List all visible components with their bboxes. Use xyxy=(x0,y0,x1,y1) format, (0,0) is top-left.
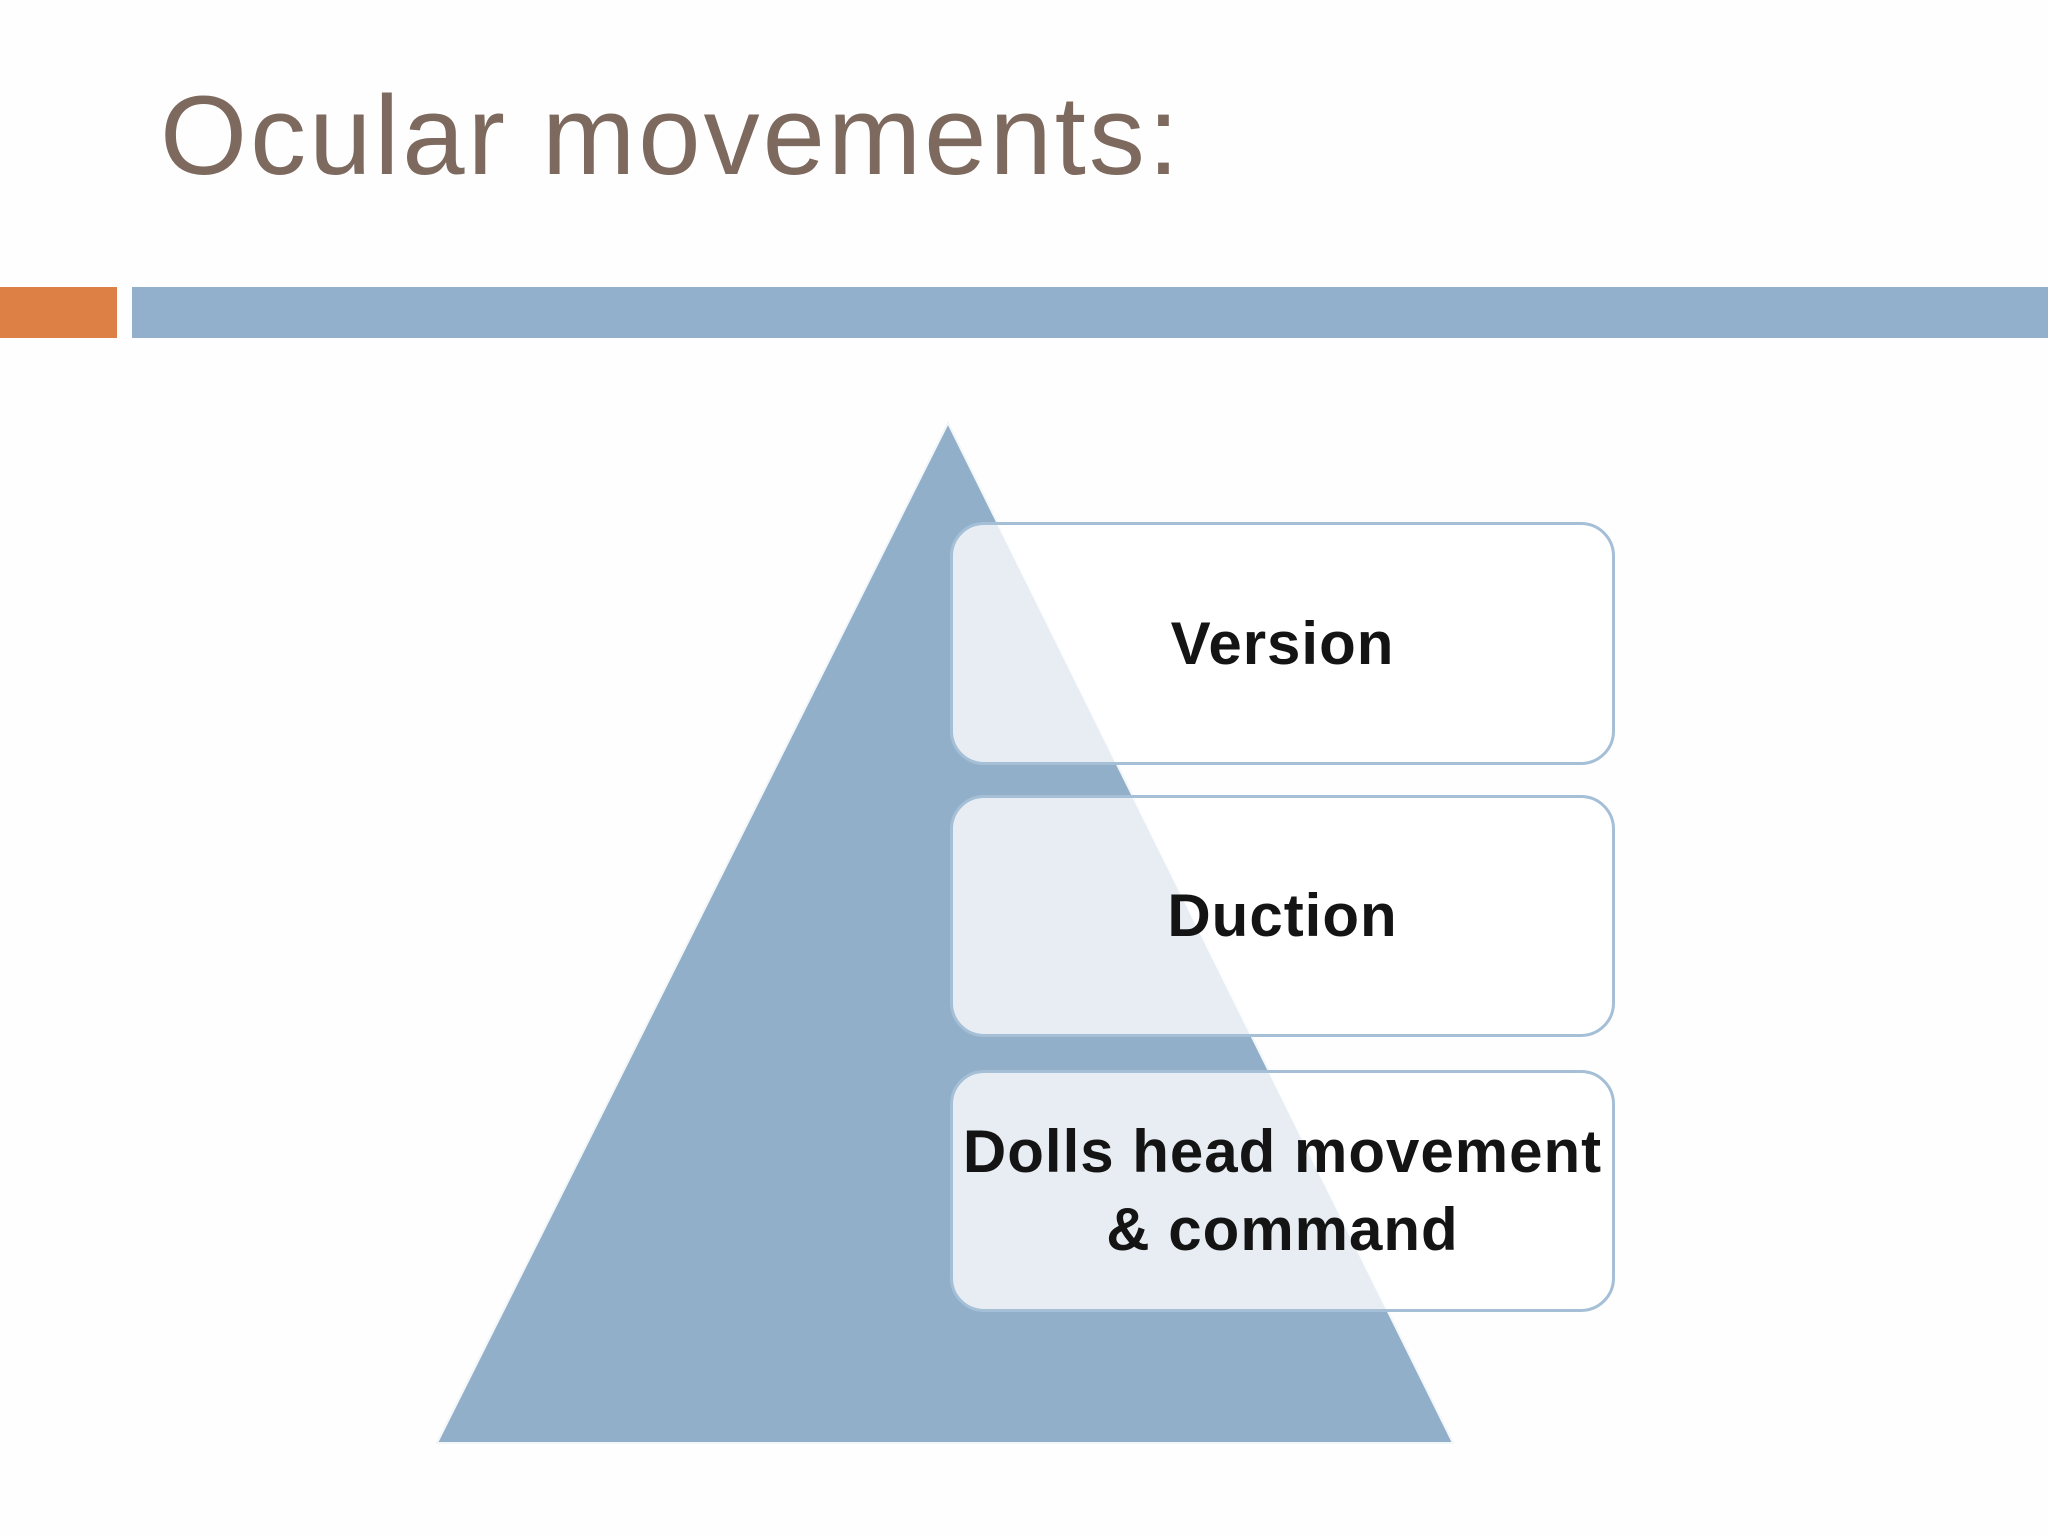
pyramid-level-duction: Duction xyxy=(950,795,1615,1037)
page-title: Ocular movements: xyxy=(160,73,1182,198)
pyramid-level-label: Dolls head movement & command xyxy=(962,1118,1603,1263)
pyramid-level-dolls-head: Dolls head movement & command xyxy=(950,1070,1615,1312)
pyramid-level-version: Version xyxy=(950,522,1615,765)
pyramid-level-label: Duction xyxy=(1167,882,1398,949)
accent-block-orange xyxy=(0,287,117,338)
pyramid-level-label: Version xyxy=(1170,609,1395,677)
accent-bar-blue xyxy=(132,287,2048,338)
